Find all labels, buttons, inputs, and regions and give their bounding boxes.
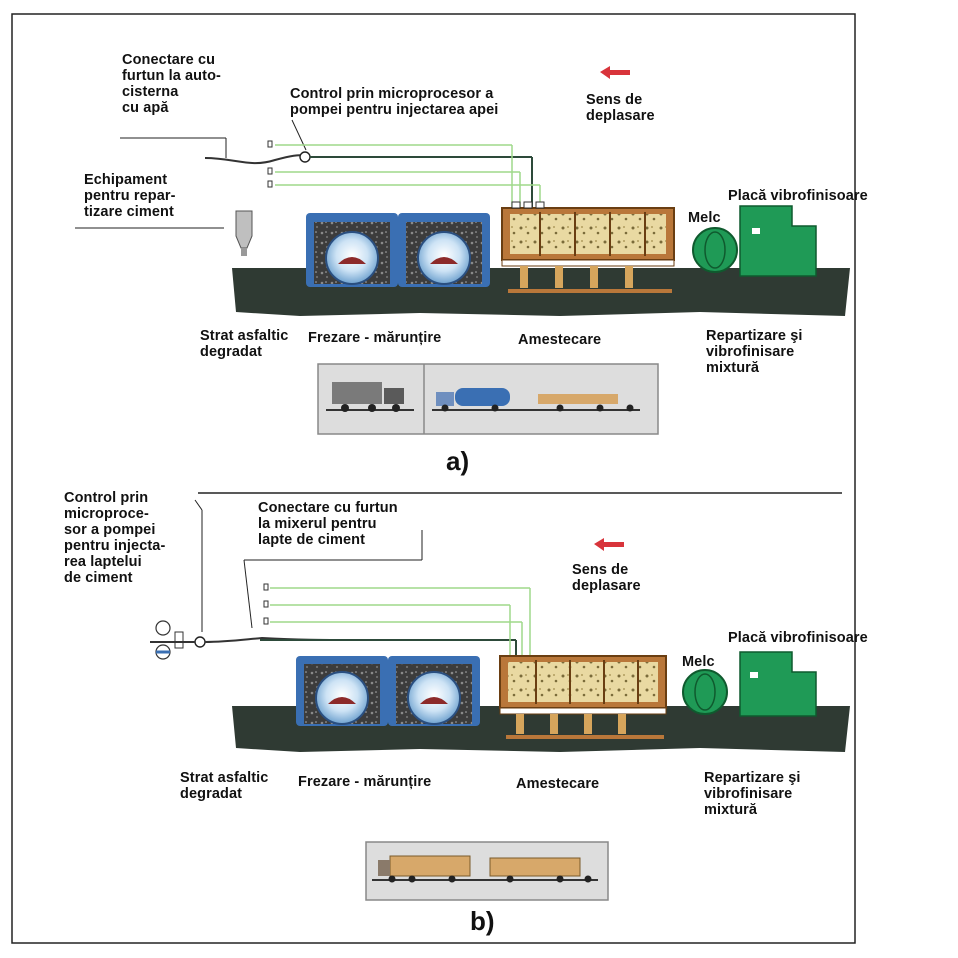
label-milling-b: Frezare - mărunțire [298,774,432,790]
label-hose-connection-a: Conectare cu furtun la auto- cisterna cu… [122,52,221,116]
label-spreading-b: Repartizare şi vibrofinisare mixtură [704,770,801,818]
label-microprocessor-control-b: Control prin microproce- sor a pompei pe… [64,490,166,586]
label-mixing-a: Amestecare [518,332,602,348]
pump-a [299,151,311,163]
label-auger-a: Melc [688,210,721,226]
vibro-plate-b [739,651,817,717]
label-degraded-layer-a: Strat asfaltic degradat [200,328,289,360]
label-milling-a: Frezare - mărunțire [308,330,442,346]
label-auger-b: Melc [682,654,715,670]
auger-a [692,227,738,273]
direction-arrow-b [594,538,624,551]
label-vibro-plate-b: Placă vibrofinisoare [728,630,868,646]
outer-frame [11,13,856,944]
label-vibro-plate-a: Placă vibrofinisoare [728,188,868,204]
panel-a-graphics [75,66,850,435]
label-cement-equipment-a: Echipament pentru repar- tizare ciment [84,172,176,220]
label-spreading-a: Repartizare şi vibrofinisare mixtură [706,328,803,376]
vibro-plate-a [739,205,817,277]
panel-letter-b: b) [470,906,495,936]
label-direction-a: Sens de deplasare [586,92,655,124]
direction-arrow-a [600,66,630,79]
label-mixing-b: Amestecare [516,776,600,792]
pump-b [194,636,206,648]
tank-b-1 [155,620,171,636]
label-direction-b: Sens de deplasare [572,562,641,594]
auger-b [682,669,728,715]
panel-letter-a: a) [446,446,470,476]
label-hose-connection-b: Conectare cu furtun la mixerul pentru la… [258,500,398,548]
panel-b-graphics [150,499,850,901]
label-degraded-layer-b: Strat asfaltic degradat [180,770,269,802]
hose-a [204,154,306,165]
label-microprocessor-control-a: Control prin microprocesor a pompei pent… [290,86,499,118]
cement-hopper-a [235,210,253,249]
